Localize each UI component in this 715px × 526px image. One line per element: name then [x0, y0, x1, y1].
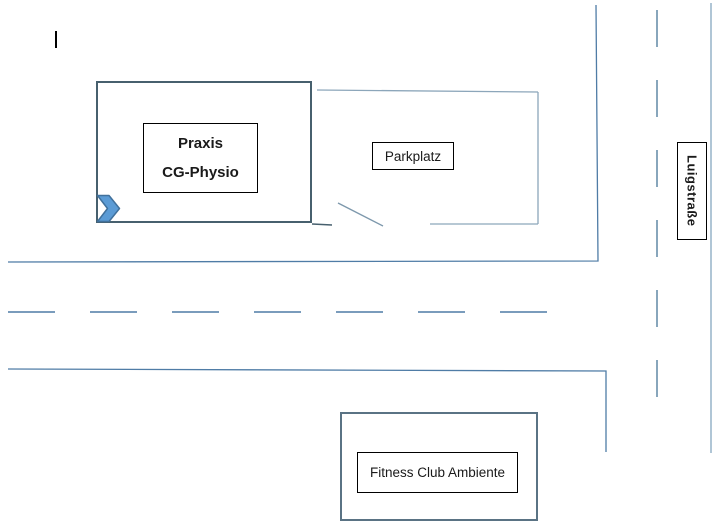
chevron-right-icon: [96, 194, 121, 223]
road-top-edge-line: [7, 4, 599, 263]
road-bottom-edge-line: [7, 368, 607, 452]
praxis-label-line2: CG-Physio: [162, 163, 239, 181]
street-name-label: Luigstraße: [684, 155, 700, 227]
praxis-label-line1: Praxis: [177, 135, 224, 153]
parkplatz-top-line: [316, 89, 539, 93]
fitness-label-box: Fitness Club Ambiente: [357, 452, 518, 493]
parkplatz-label-box: Parkplatz: [372, 142, 454, 170]
street-name-box: Luigstraße: [677, 142, 707, 240]
text-cursor-mark: [55, 31, 57, 48]
fitness-label: Fitness Club Ambiente: [369, 465, 506, 480]
parkplatz-label: Parkplatz: [384, 148, 442, 164]
praxis-label-box: Praxis CG-Physio: [143, 123, 258, 193]
parkplatz-gate-diagonal-line: [337, 202, 384, 227]
praxis-bottom-stub-line: [311, 223, 333, 226]
